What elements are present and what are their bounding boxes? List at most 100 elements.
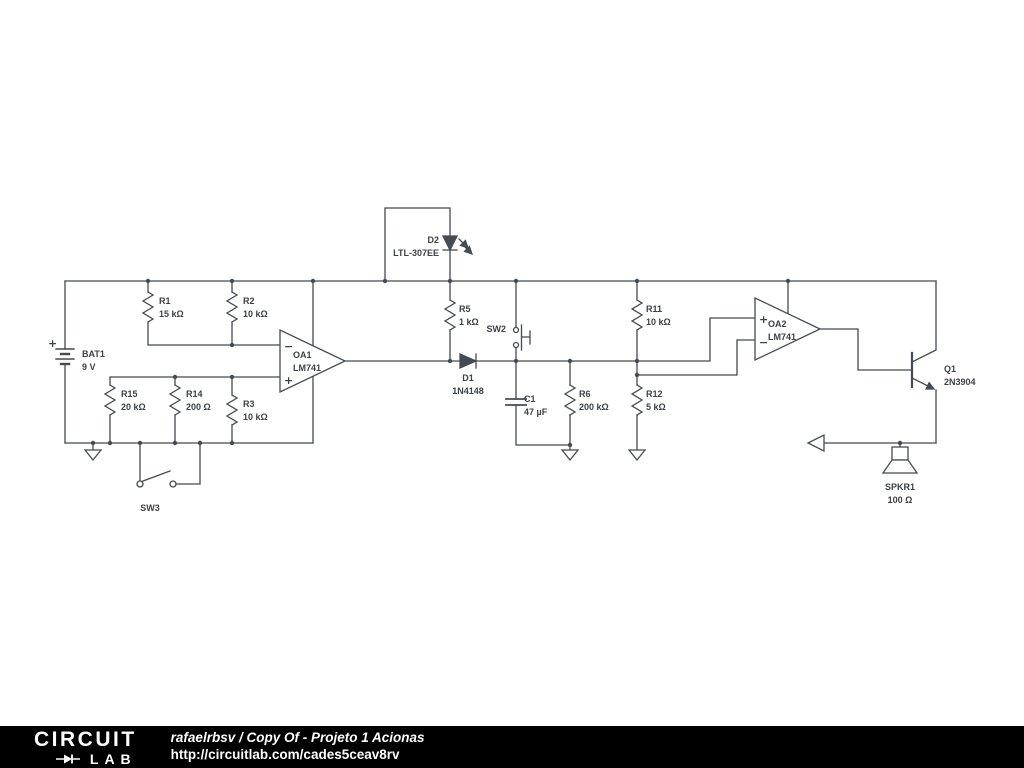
r15-name: R15 <box>121 389 138 399</box>
junction-dot <box>785 278 791 284</box>
ground-left-icon <box>806 433 825 453</box>
resistor-r2 <box>226 291 238 323</box>
r14-value: 200 Ω <box>186 402 211 412</box>
bat1-plus-sign: + <box>48 337 57 350</box>
switch-lever <box>142 470 171 482</box>
oa2-noninverting-sign: + <box>759 313 768 326</box>
logo-text-lab: LAB <box>89 750 137 767</box>
junction-dot <box>137 440 143 446</box>
junction-dots <box>90 278 903 448</box>
sw2-name: SW2 <box>486 324 506 334</box>
oa2-name: OA2 <box>768 319 787 329</box>
bat1-value: 9 V <box>82 362 96 372</box>
junction-dot <box>229 342 235 348</box>
switch-sw3-symbol <box>136 470 177 488</box>
schematic-area: + BAT1 9 V R1 15 kΩ R2 10 kΩ R15 20 kΩ R… <box>48 207 976 513</box>
bat1-name: BAT1 <box>82 349 105 359</box>
junction-dot <box>634 278 640 284</box>
pushbutton-sw2-symbol <box>512 324 531 351</box>
schematic-canvas: + BAT1 9 V R1 15 kΩ R2 10 kΩ R15 20 kΩ R… <box>48 207 976 513</box>
led-emission-arrow <box>462 244 473 255</box>
d1-value: 1N4148 <box>452 386 484 396</box>
d2-loop-wires <box>384 207 451 301</box>
r6-value: 200 kΩ <box>579 402 609 412</box>
symbols <box>55 235 936 488</box>
oa2-output-wires <box>819 328 913 371</box>
logo-text-circuit: CIRCUIT <box>34 727 137 751</box>
junction-dot <box>229 440 235 446</box>
speaker-body <box>891 446 909 461</box>
r2-name: R2 <box>243 296 255 306</box>
d2-value: LTL-307EE <box>393 248 439 258</box>
led-triangle <box>441 235 459 252</box>
junction-dot <box>897 440 903 446</box>
junction-dot <box>197 440 203 446</box>
diode-icon <box>55 754 80 763</box>
junction-dot <box>567 358 573 364</box>
junction-dot <box>634 358 640 364</box>
d1-name: D1 <box>462 373 474 383</box>
r2-value: 10 kΩ <box>243 309 268 319</box>
diode-triangle <box>459 353 478 369</box>
ground-icon <box>561 449 579 461</box>
junction-dot <box>229 278 235 284</box>
r11-name: R11 <box>646 304 662 314</box>
wires <box>64 207 937 485</box>
junction-dot <box>447 358 453 364</box>
r3-value: 10 kΩ <box>243 412 268 422</box>
junction-dot <box>513 358 519 364</box>
r15-value: 20 kΩ <box>121 402 146 412</box>
spkr1-name: SPKR1 <box>885 482 915 492</box>
oa1-value: LM741 <box>293 363 321 373</box>
battery-symbol <box>55 348 75 366</box>
junction-dot <box>229 374 235 380</box>
oa1-noninv-wires <box>109 376 281 396</box>
r1-value: 15 kΩ <box>159 309 184 319</box>
q1-name: Q1 <box>944 364 956 374</box>
diode-d1-symbol <box>459 353 478 369</box>
capacitor-c1-symbol <box>505 398 527 406</box>
c1-name: C1 <box>524 394 536 404</box>
r5-value: 1 kΩ <box>459 317 479 327</box>
sw3-wires <box>139 442 201 485</box>
switch-terminal <box>512 341 520 349</box>
ground-icon <box>628 449 646 461</box>
led-emission-arrow <box>458 238 469 249</box>
junction-dot <box>382 278 388 284</box>
junction-dot <box>447 278 453 284</box>
speaker-spkr1-symbol <box>881 446 919 474</box>
speaker-line-wire <box>823 442 937 448</box>
oa2-ref-wires <box>636 339 756 376</box>
junction-dot <box>107 440 113 446</box>
junction-dot <box>513 278 519 284</box>
footer-meta: rafaelrbsv / Copy Of - Projeto 1 Acionas… <box>171 730 425 764</box>
r12-name: R12 <box>646 389 663 399</box>
spkr1-value: 100 Ω <box>888 495 913 505</box>
junction-dot <box>634 372 640 378</box>
junction-dot <box>567 442 573 448</box>
oa1-name: OA1 <box>293 350 312 360</box>
r3-name: R3 <box>243 399 255 409</box>
junction-dot <box>172 374 178 380</box>
pushbutton-actuator <box>520 324 531 351</box>
oa2-value: LM741 <box>768 332 796 342</box>
oa1-inverting-sign: − <box>284 340 293 353</box>
opamp-oa1-symbol <box>279 328 347 394</box>
resistor-r6 <box>564 384 576 416</box>
r5-name: R5 <box>459 304 471 314</box>
logo-bottom-row: LAB <box>34 752 137 766</box>
r14-name: R14 <box>186 389 203 399</box>
q1-wires <box>911 280 937 444</box>
circuitlab-logo[interactable]: CIRCUIT LAB <box>34 729 137 766</box>
share-url[interactable]: http://circuitlab.com/cades5ceav8rv <box>170 747 400 762</box>
resistor-r5 <box>444 299 456 331</box>
ground-icon <box>84 449 102 461</box>
transistor-q1-symbol <box>910 351 936 390</box>
oa1-noninverting-sign: + <box>284 374 293 387</box>
component-labels: + BAT1 9 V R1 15 kΩ R2 10 kΩ R15 20 kΩ R… <box>48 235 976 513</box>
author-title: rafaelrbsv / Copy Of - Projeto 1 Acionas <box>170 730 425 746</box>
sw3-name: SW3 <box>140 503 160 513</box>
resistor-r3 <box>226 394 238 426</box>
resistor-r12 <box>631 384 643 416</box>
